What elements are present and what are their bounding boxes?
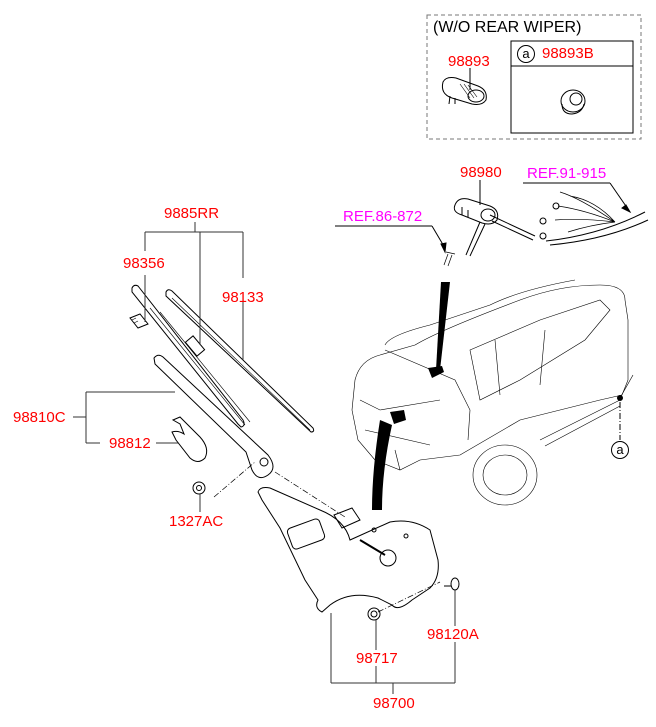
grommet-drawing (367, 607, 381, 621)
wiring-harness-drawing (523, 182, 649, 246)
washer-nozzle-drawing (453, 180, 536, 257)
washer-nozzle-cap-drawing (441, 68, 487, 105)
part-label-98812[interactable]: 98812 (109, 435, 151, 452)
pointer-motor-location (372, 420, 392, 510)
part-label-98120A[interactable]: 98120A (427, 626, 479, 643)
inset-callout-a-marker: a (517, 45, 535, 63)
part-label-98810C[interactable]: 98810C (13, 409, 66, 426)
vehicle-drawing (351, 279, 629, 506)
reference-label-86-872[interactable]: REF.86-872 (343, 208, 423, 225)
grommet-cap-drawing (560, 89, 586, 115)
wiper-blade-drawing (131, 284, 315, 433)
part-label-98717[interactable]: 98717 (356, 650, 398, 667)
inset-box (426, 14, 642, 140)
part-label-1327AC[interactable]: 1327AC (169, 513, 224, 530)
part-label-9885RR[interactable]: 9885RR (164, 205, 220, 222)
nut-drawing (192, 481, 206, 495)
part-label-98700[interactable]: 98700 (373, 695, 415, 712)
wiper-arm-drawing (153, 354, 274, 479)
part-label-98980[interactable]: 98980 (460, 164, 502, 181)
wiper-motor-drawing (257, 487, 439, 613)
callout-a-leader (617, 374, 634, 440)
arm-cap-drawing (171, 416, 208, 462)
reference-label-91-915[interactable]: REF.91-915 (527, 165, 607, 182)
label-leaders (73, 222, 456, 694)
bolt-drawing (444, 577, 460, 591)
inset-title: (W/O REAR WIPER) (433, 19, 582, 36)
pointer-nozzle-location (436, 282, 450, 370)
part-label-98356[interactable]: 98356 (123, 255, 165, 272)
part-label-98893[interactable]: 98893 (448, 53, 490, 70)
part-label-98133[interactable]: 98133 (222, 289, 264, 306)
vehicle-callout-a-marker: a (611, 441, 629, 459)
blade-adapter-drawing (129, 313, 149, 329)
hose-connector-drawing (335, 225, 456, 267)
part-label-98893B[interactable]: 98893B (542, 45, 594, 62)
